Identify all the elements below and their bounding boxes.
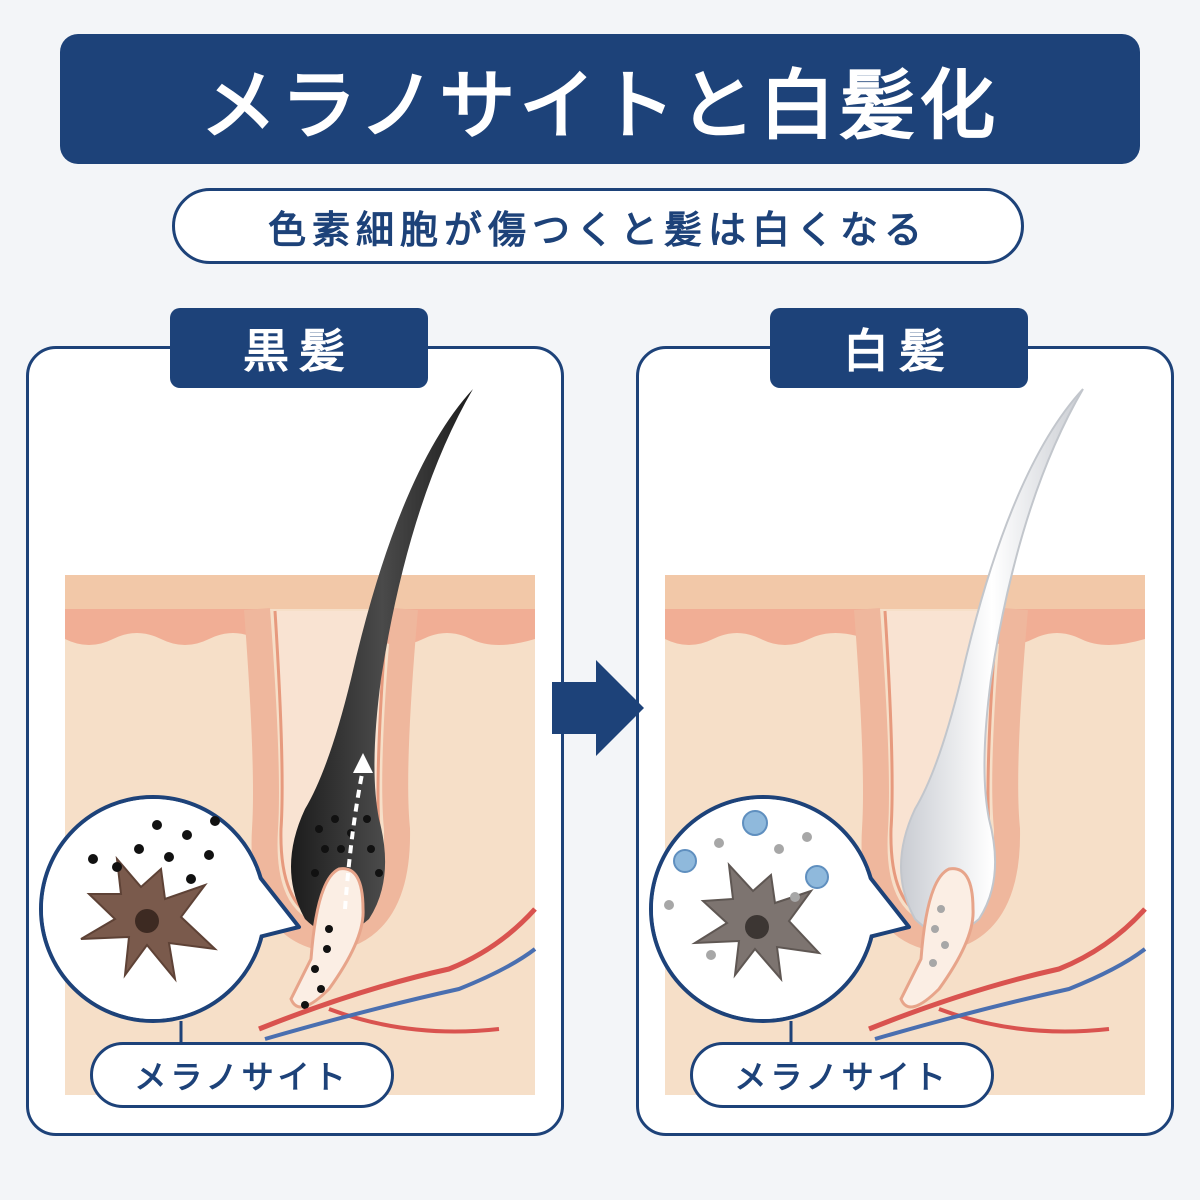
faded-granules: [929, 905, 949, 967]
title-banner: メラノサイトと白髪化: [60, 34, 1140, 164]
callout-melanocyte-left: メラノサイト: [90, 1042, 394, 1108]
callout-melanocyte-right: メラノサイト: [690, 1042, 994, 1108]
arrow-right-icon: [552, 660, 644, 756]
skin-surface-layer: [65, 575, 535, 609]
panel-black-hair: [26, 346, 564, 1136]
panel-label-text: 白髪: [843, 324, 955, 378]
subtitle-pill: 色素細胞が傷つくと髪は白くなる: [172, 188, 1024, 264]
panel-label-black-hair: 黒髪: [170, 308, 428, 388]
callout-text: メラノサイト: [134, 1058, 350, 1096]
epidermis-wave: [665, 609, 867, 645]
subtitle: 色素細胞が傷つくと髪は白くなる: [267, 207, 928, 252]
transfer-arrow: [343, 768, 365, 910]
transfer-arrowhead: [353, 753, 373, 773]
panel-label-white-hair: 白髪: [770, 308, 1028, 388]
melanin-granules-magnified: [88, 816, 220, 884]
page-title: メラノサイトと白髪化: [200, 61, 1000, 150]
hair-shaft: [291, 389, 473, 934]
skin-surface-layer: [665, 575, 1145, 609]
panel-label-text: 黒髪: [243, 324, 355, 378]
epidermis-wave: [65, 609, 257, 645]
blood-vessel-artery: [258, 907, 537, 1032]
blood-vessel-vein: [874, 947, 1147, 1041]
panel-white-hair: [636, 346, 1174, 1136]
blood-vessel-vein: [264, 947, 537, 1041]
faded-granules-magnified: [664, 832, 812, 960]
callout-text: メラノサイト: [734, 1058, 950, 1096]
dermal-papilla: [899, 867, 975, 1009]
damage-particles: [673, 810, 829, 889]
black-hair-illustration: [39, 389, 537, 1095]
blood-vessel-artery: [868, 907, 1147, 1032]
white-hair-illustration: [649, 388, 1147, 1095]
damaged-melanocyte-cell: [691, 862, 822, 983]
melanocyte-cell: [80, 855, 218, 983]
